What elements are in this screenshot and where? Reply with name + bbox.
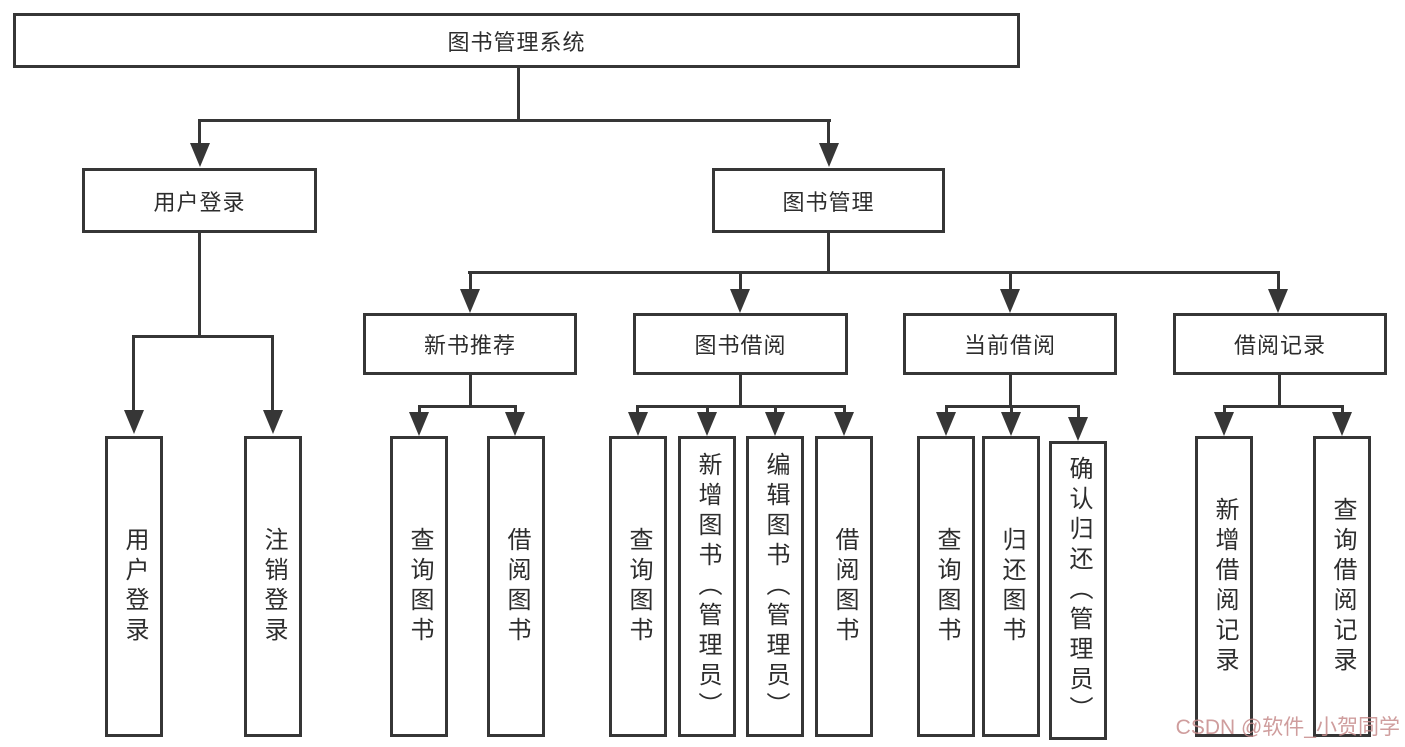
leaf-borrow-borrow: 借阅图书 [815, 436, 873, 737]
arrow-down-icon [1214, 412, 1234, 436]
node-book-mgmt-label: 图书管理 [782, 189, 875, 215]
connector-to-records [1277, 271, 1280, 289]
connector-leaf [843, 405, 846, 413]
node-user-login-label: 用户登录 [153, 189, 246, 215]
arrow-down-icon [263, 410, 283, 434]
connector-leaf [706, 405, 709, 413]
leaf-borrow-query: 查询图书 [609, 436, 667, 737]
arrow-down-icon [697, 412, 717, 436]
leaf-label: 新增借阅记录 [1211, 496, 1238, 677]
connector-book-mgmt-stub [827, 233, 830, 271]
node-book-mgmt: 图书管理 [712, 168, 945, 233]
node-new-books: 新书推荐 [363, 313, 577, 375]
arrow-down-icon [1001, 412, 1021, 436]
connector-leaf [418, 405, 421, 413]
connector-to-user-login [198, 119, 201, 145]
leaf-user-login: 用户登录 [105, 436, 163, 737]
connector-level3-rail [468, 271, 1280, 274]
leaf-borrow-edit-admin: 编辑图书（管理员） [746, 436, 804, 737]
leaf-label: 查询图书 [625, 526, 652, 647]
node-root-library-system: 图书管理系统 [13, 13, 1020, 68]
connector-borrowing-rail [636, 405, 846, 408]
connector-leaf [514, 405, 517, 413]
leaf-records-query: 查询借阅记录 [1313, 436, 1371, 737]
leaf-label: 查询借阅记录 [1329, 496, 1356, 677]
connector-records-stub [1278, 375, 1281, 407]
connector-new-books-rail [418, 405, 517, 408]
connector-to-login [132, 335, 135, 410]
leaf-label: 借阅图书 [503, 526, 530, 647]
arrow-down-icon [628, 412, 648, 436]
connector-leaf [774, 405, 777, 413]
connector-to-book-mgmt [827, 119, 830, 145]
connector-user-login-rail [132, 335, 273, 338]
arrow-down-icon [1268, 289, 1288, 313]
arrow-down-icon [834, 412, 854, 436]
arrow-down-icon [409, 412, 429, 436]
csdn-watermark: CSDN @软件_小贺同学 [1175, 716, 1400, 739]
leaf-label: 注销登录 [260, 526, 287, 647]
leaf-label: 借阅图书 [831, 526, 858, 647]
leaf-borrow-add-admin: 新增图书（管理员） [678, 436, 736, 737]
leaf-label: 新增图书（管理员） [694, 451, 721, 722]
node-borrowing-label: 图书借阅 [694, 333, 787, 358]
connector-to-logout [271, 335, 274, 410]
connector-records-rail [1223, 405, 1344, 408]
arrow-down-icon [124, 410, 144, 434]
leaf-label: 确认归还（管理员） [1065, 455, 1092, 726]
node-current-borrow-label: 当前借阅 [963, 333, 1056, 358]
leaf-current-query: 查询图书 [917, 436, 975, 737]
connector-to-current [1009, 271, 1012, 289]
connector-to-new-books [469, 271, 472, 289]
connector-borrowing-stub [739, 375, 742, 407]
node-new-books-label: 新书推荐 [423, 333, 516, 358]
node-user-login: 用户登录 [82, 168, 317, 233]
leaf-label: 归还图书 [998, 526, 1025, 647]
connector-leaf [1223, 405, 1226, 413]
node-borrow-records: 借阅记录 [1173, 313, 1387, 375]
leaf-records-add: 新增借阅记录 [1195, 436, 1253, 737]
node-borrowing: 图书借阅 [633, 313, 848, 375]
arrow-down-icon [505, 412, 525, 436]
connector-root-trunk [517, 67, 520, 119]
node-borrow-records-label: 借阅记录 [1233, 333, 1326, 358]
arrow-down-icon [190, 143, 210, 167]
leaf-label: 查询图书 [933, 526, 960, 647]
connector-leaf [636, 405, 639, 413]
connector-level2-rail [198, 119, 831, 122]
arrow-down-icon [936, 412, 956, 436]
leaf-label: 用户登录 [121, 526, 148, 647]
leaf-label: 编辑图书（管理员） [762, 451, 789, 722]
leaf-current-return: 归还图书 [982, 436, 1040, 737]
arrow-down-icon [1000, 289, 1020, 313]
connector-leaf [1010, 405, 1013, 413]
leaf-newbook-borrow: 借阅图书 [487, 436, 545, 737]
leaf-label: 查询图书 [406, 526, 433, 647]
arrow-down-icon [765, 412, 785, 436]
arrow-down-icon [1332, 412, 1352, 436]
connector-new-books-stub [469, 375, 472, 407]
connector-to-borrowing [739, 271, 742, 289]
arrow-down-icon [819, 143, 839, 167]
leaf-newbook-query: 查询图书 [390, 436, 448, 737]
connector-leaf [1341, 405, 1344, 413]
leaf-current-confirm-admin: 确认归还（管理员） [1049, 441, 1107, 740]
arrow-down-icon [460, 289, 480, 313]
arrow-down-icon [1068, 417, 1088, 441]
node-root-label: 图书管理系统 [447, 29, 586, 55]
connector-leaf [1077, 405, 1080, 417]
node-current-borrow: 当前借阅 [903, 313, 1117, 375]
connector-leaf [945, 405, 948, 413]
connector-user-login-stub [198, 233, 201, 335]
connector-current-stub [1009, 375, 1012, 407]
leaf-logout: 注销登录 [244, 436, 302, 737]
arrow-down-icon [730, 289, 750, 313]
